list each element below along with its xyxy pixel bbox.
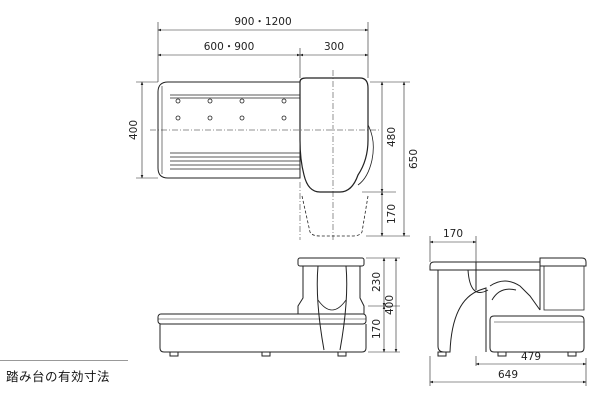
dim-side-total-height: 400: [384, 295, 396, 315]
front-step-top: [297, 257, 365, 267]
side-view: [429, 257, 587, 357]
board-rails: [170, 94, 300, 170]
dim-step-width: 300: [324, 41, 344, 53]
dim-step-depth: 480: [386, 127, 398, 147]
dim-side-base-height: 170: [371, 319, 383, 339]
dim-board-depth: 400: [128, 120, 140, 140]
caption-divider: [0, 360, 128, 361]
dim-board-width: 600・900: [204, 41, 255, 53]
board-outline: [157, 81, 301, 179]
board-holes: [175, 98, 287, 121]
dim-right-outer-width: 649: [498, 369, 518, 381]
side-top-step: [429, 261, 477, 271]
step-hidden-outline: [301, 195, 369, 237]
dim-overall-depth: 650: [408, 149, 420, 169]
figure-caption: 踏み台の有効寸法: [6, 369, 111, 384]
plan-view: [150, 70, 380, 240]
dim-side-step-height: 230: [371, 272, 383, 292]
plan-dimensions: [136, 22, 410, 237]
front-view: [157, 257, 367, 357]
dim-total-width: 900・1200: [234, 16, 291, 28]
dim-right-inner-width: 479: [521, 351, 541, 363]
side-lower-step: [489, 315, 585, 353]
dim-right-top-depth: 170: [443, 228, 463, 240]
front-dimensions: [366, 257, 400, 353]
step-seat: [299, 77, 369, 193]
dim-step-overhang: 170: [386, 204, 398, 224]
side-upper-board: [539, 257, 587, 267]
centre-lines: [150, 70, 380, 240]
side-dimensions: [429, 236, 587, 386]
